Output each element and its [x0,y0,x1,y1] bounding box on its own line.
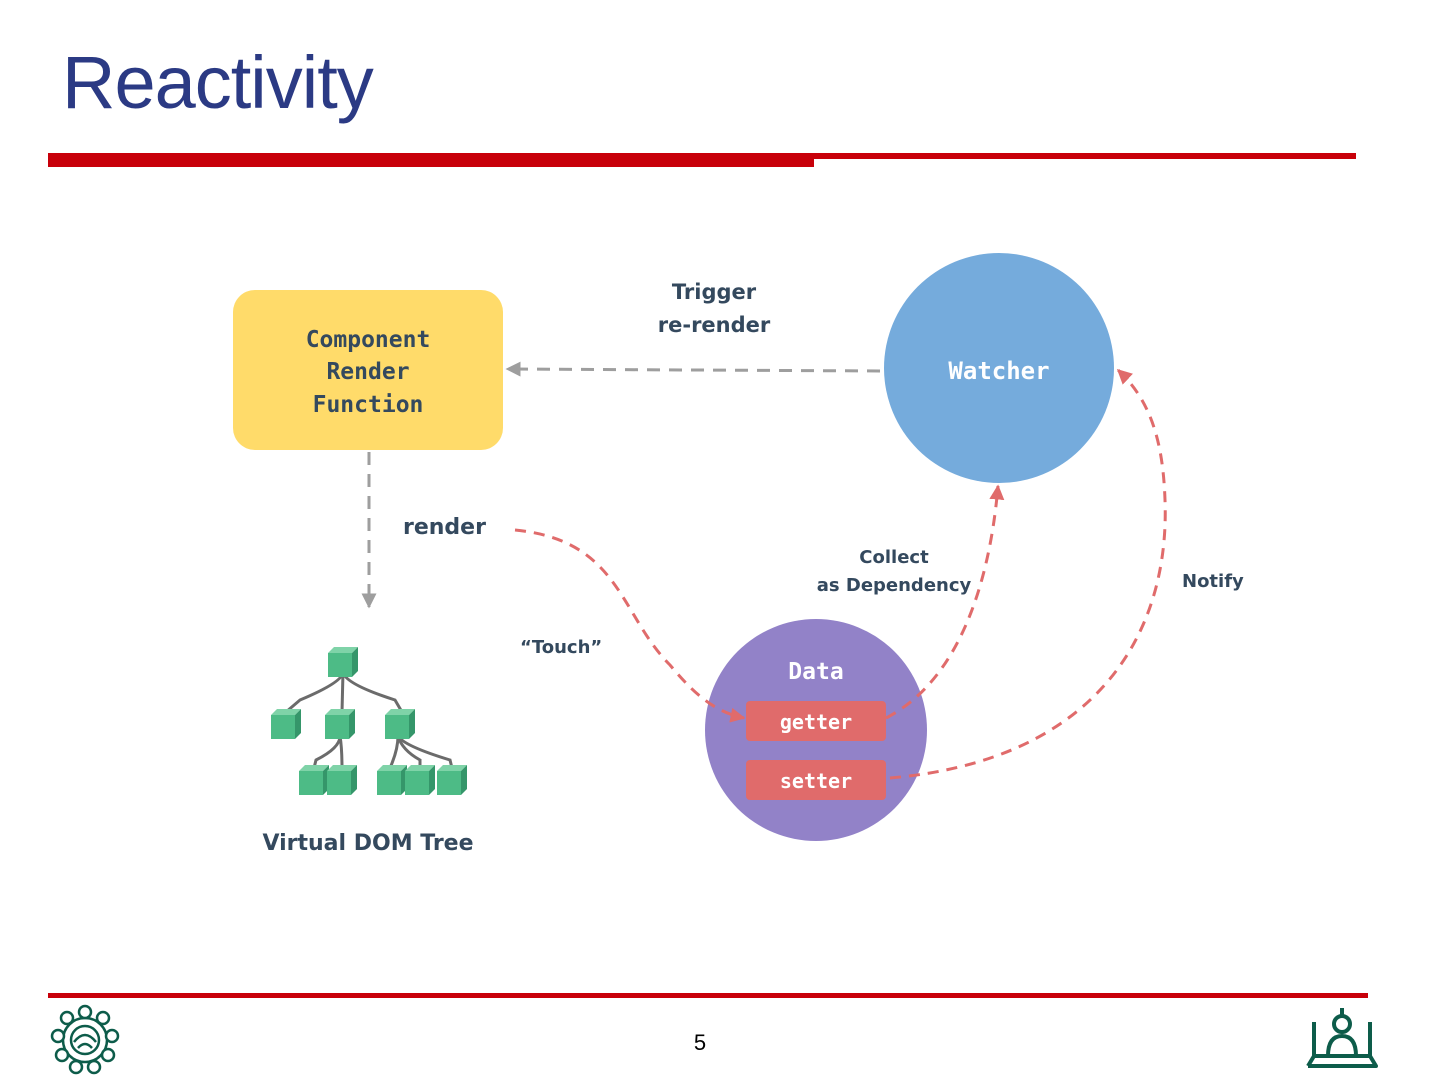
vdom-node-0 [328,647,358,677]
component-label-line-3: Function [313,392,424,418]
collect-label-line-2: as Dependency [817,575,972,596]
trigger-rerender-arrow [505,361,881,377]
getter-label: getter [780,710,852,734]
vdom-node-3 [385,709,415,739]
vdom-node-6 [377,765,407,795]
watcher-label: Watcher [948,357,1049,385]
page-number: 5 [693,1030,707,1055]
slide-title: Reactivity [62,41,374,124]
notify-arrow [889,368,1167,780]
touch-label: “Touch” [520,637,602,658]
vdom-node-7 [405,765,435,795]
virtual-dom-tree-icon [271,647,467,795]
vdom-node-4 [299,765,329,795]
watcher-node: Watcher [884,253,1114,483]
component-render-function: Component Render Function [233,290,503,450]
component-label-line-2: Render [326,359,409,385]
setter-box [746,760,886,800]
department-logo-icon [1306,1008,1378,1068]
component-label-line-1: Component [306,327,431,353]
getter-box [746,701,886,741]
vdom-node-1 [271,709,301,739]
vdom-node-2 [325,709,355,739]
setter-label: setter [780,769,852,793]
trigger-label-line-2: re-render [658,313,771,337]
notify-label: Notify [1182,571,1244,592]
university-seal-icon [50,1004,120,1075]
data-node: Data getter setter [705,619,927,841]
collect-dependency-arrow [885,484,1005,720]
render-label: render [403,515,486,540]
collect-label-line-1: Collect [859,547,929,568]
trigger-label-line-1: Trigger [672,280,757,304]
footer-rule [48,993,1368,998]
vdom-node-8 [437,765,467,795]
vdom-node-5 [327,765,357,795]
data-label: Data [788,659,843,685]
title-rule-thin [814,153,1356,159]
title-rule-thick [48,153,814,167]
touch-arrow [514,528,746,723]
vdom-label: Virtual DOM Tree [262,831,473,856]
